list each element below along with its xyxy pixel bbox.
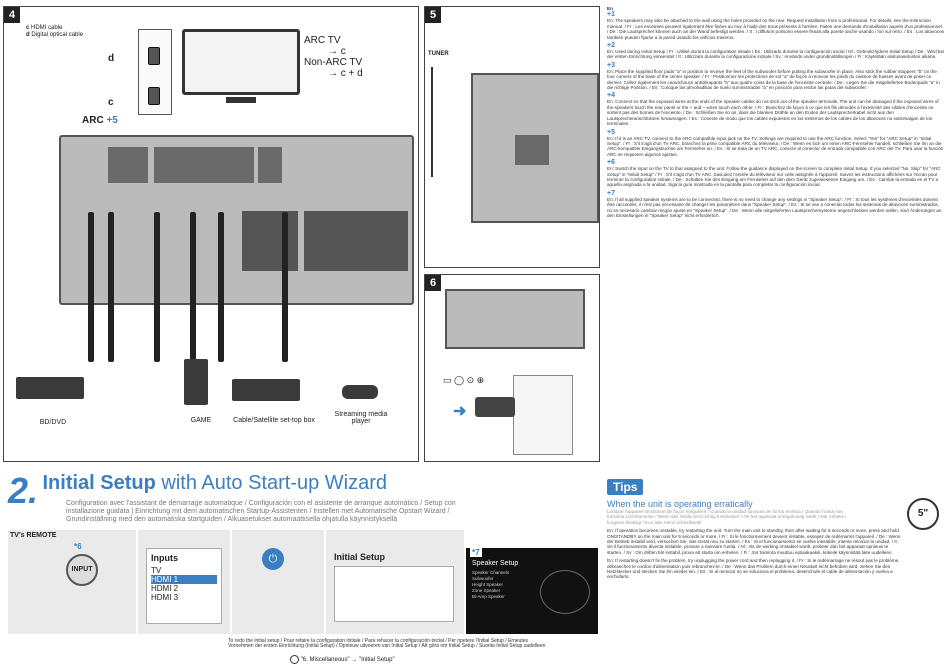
panel-6: 6 ▭ ◯ ⊙ ⊕ ➜	[424, 274, 600, 462]
speaker-row[interactable]: Zone Speaker	[472, 588, 501, 593]
tips-subtitle-translations: Lorsque l'appareil fonctionne de façon i…	[607, 509, 846, 525]
receiver-tuner-panel	[471, 73, 599, 223]
label-c: c	[108, 97, 114, 108]
note-1: +1 En: The speakers may also be attached…	[607, 11, 945, 40]
note-6: +6 En: Switch the input on the TV to tha…	[607, 159, 941, 188]
arc-label: ARC +5	[82, 115, 118, 126]
tips-text-unplug: En: If restarting doesn't fix the proble…	[607, 558, 900, 580]
speaker-layout-graphic	[540, 570, 590, 614]
step-inputs: Inputs TV HDMI 1 HDMI 2 HDMI 3	[138, 530, 230, 634]
device-label-bd: BD/DVD	[39, 419, 67, 426]
hdmi-cable-5	[218, 212, 224, 362]
section-2-heading: 2. Initial Setup with Auto Start-up Wiza…	[8, 470, 598, 512]
tv-remote-label: TV's REMOTE	[10, 532, 57, 539]
input-option-hdmi2[interactable]: HDMI 2	[151, 584, 179, 593]
step-power: ⏻	[232, 530, 324, 634]
tv-hdmi-arc-jack	[148, 87, 160, 105]
speaker-row[interactable]: Subwoofer	[472, 576, 494, 581]
fm-antenna	[431, 67, 445, 177]
hdmi-out-block	[108, 147, 148, 183]
input-option-hdmi3[interactable]: HDMI 3	[151, 593, 179, 602]
notes-header: En	[607, 6, 613, 11]
step-speaker-setup: *7 Speaker Setup Speaker Channels Subwoo…	[466, 548, 598, 634]
hdmi-cable-2	[108, 212, 114, 362]
power-plug	[475, 397, 515, 417]
initial-setup-title: Initial Setup	[334, 552, 386, 562]
bd-dvd-player	[16, 377, 84, 399]
front-terminals	[242, 211, 298, 271]
panel-number: 4	[4, 7, 20, 23]
tips-title: Tips	[607, 479, 644, 495]
section-number: 2.	[8, 470, 39, 511]
device-label-stb: Cable/Satellite set-top box	[233, 417, 315, 424]
speaker-row[interactable]: Bi-Amp Speaker	[472, 594, 505, 599]
speaker-setup-list: Speaker Channels Subwoofer Height Speake…	[472, 570, 509, 600]
ref-6: *6	[74, 542, 82, 551]
panel-number: 6	[425, 275, 441, 291]
note-5: +5 En: If it is an ARC TV, connect to th…	[607, 128, 944, 157]
note-7: +7 En: If all supplied speaker systems a…	[607, 189, 942, 218]
streaming-player	[342, 385, 378, 399]
step-initial-setup: Initial Setup	[326, 530, 464, 634]
speaker-row[interactable]: Height Speaker	[472, 582, 504, 587]
note-3: +3 En: Place the supplied floor pads "a"…	[607, 61, 940, 91]
speaker-row[interactable]: Speaker Channels	[472, 570, 510, 575]
device-label-streaming: Streaming media player	[334, 411, 388, 425]
section-subtitle: Configuration avec l'assistant de démarr…	[66, 500, 456, 523]
notes-column: En +1 En: The speakers may also be attac…	[607, 6, 945, 462]
power-out-block	[258, 147, 282, 183]
hdmi-cable-3	[154, 212, 160, 362]
label-d: d	[108, 53, 115, 64]
panel-4: 4 c HDMI cable d Digital optical cable d…	[3, 6, 419, 462]
ref-7: *7	[470, 548, 482, 557]
input-option-hdmi1[interactable]: HDMI 1	[151, 575, 217, 584]
input-option-tv[interactable]: TV	[151, 566, 162, 575]
timer-icon: 5"	[907, 498, 939, 530]
tv-optical-jack	[148, 47, 160, 65]
tuner-block	[515, 135, 549, 165]
setup-screen	[334, 566, 454, 622]
hdmi-cable-6	[282, 212, 288, 362]
game-console	[184, 359, 208, 405]
setup-button-icon	[290, 655, 299, 664]
section-title: Initial Setup with Auto Start-up Wizard	[42, 472, 388, 494]
input-button[interactable]: INPUT	[66, 554, 98, 586]
note-2: +2 En: Used during Initial Setup / Fr : …	[607, 42, 945, 60]
panel-5: 5 TUNER	[424, 6, 600, 268]
hdmi-in-block	[154, 147, 254, 183]
plug-arrow: ➜	[453, 403, 467, 420]
receiver-power-panel	[445, 289, 585, 349]
arc-tv-label: ARC TV → c Non-ARC TV → c + d	[304, 35, 363, 79]
outlet-icons: ▭ ◯ ⊙ ⊕	[443, 375, 485, 385]
tips-text-restart: En: If operation becomes unstable, try r…	[607, 528, 901, 555]
tv-illustration	[182, 29, 300, 95]
wall-outlet	[513, 375, 573, 455]
redo-initial-setup-text: To redo the initial setup / Pour refaire…	[228, 638, 546, 650]
tips-section: Tips When the unit is operating erratica…	[607, 478, 945, 664]
cable-legend: c HDMI cable d Digital optical cable	[26, 25, 84, 38]
device-label-game: GAME	[190, 417, 212, 424]
inputs-title: Inputs	[151, 553, 178, 563]
redo-path: "6. Miscellaneous" → "Initial Setup"	[290, 655, 395, 664]
tv-stand	[226, 97, 256, 103]
step-tv-remote: TV's REMOTE *6 INPUT	[8, 530, 136, 634]
hdmi-cable-4	[190, 212, 196, 362]
power-button-icon[interactable]: ⏻	[262, 548, 284, 570]
panel-number: 5	[425, 7, 441, 23]
speaker-setup-title: Speaker Setup	[472, 560, 519, 567]
speaker-terminals	[304, 211, 408, 271]
set-top-box	[232, 379, 300, 401]
inputs-menu: Inputs TV HDMI 1 HDMI 2 HDMI 3	[146, 548, 222, 624]
tips-subtitle: When the unit is operating erratically	[607, 499, 753, 509]
tuner-label: TUNER	[428, 51, 449, 57]
note-4: +4 En: Connect so that the exposed wires…	[607, 92, 939, 127]
hdmi-cable-1	[88, 212, 94, 362]
